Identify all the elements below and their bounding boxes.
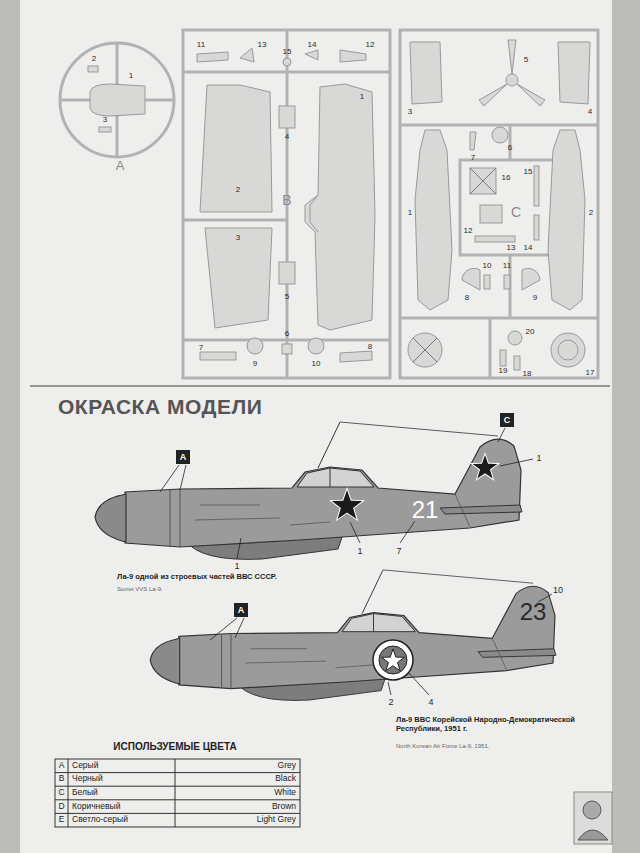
part-number: 5 bbox=[524, 55, 528, 64]
sprue-letter: C bbox=[511, 204, 521, 220]
part-number: 3 bbox=[103, 115, 107, 124]
colour-callout: A bbox=[180, 452, 187, 462]
part-number: 14 bbox=[524, 243, 533, 252]
part-number: 12 bbox=[366, 40, 375, 49]
table-cell: C bbox=[58, 788, 64, 798]
tactical-number: 21 bbox=[412, 496, 439, 524]
table-cell: Brown bbox=[272, 802, 296, 812]
star-insignia bbox=[332, 490, 362, 519]
part-number: 3 bbox=[408, 107, 412, 116]
part-number: 17 bbox=[586, 368, 595, 377]
table-cell: Белый bbox=[72, 788, 98, 798]
colour-table bbox=[55, 759, 300, 827]
part-number: 4 bbox=[285, 132, 289, 141]
sprue-letter: B bbox=[282, 192, 291, 208]
table-cell: Черный bbox=[72, 775, 103, 785]
sprue-c bbox=[400, 30, 598, 378]
table-cell: White bbox=[274, 788, 296, 798]
section-title: ОКРАСКА МОДЕЛИ bbox=[58, 395, 262, 419]
aircraft-profile bbox=[95, 422, 522, 559]
part-number: 19 bbox=[499, 366, 508, 375]
part-number: 5 bbox=[285, 292, 289, 301]
part-number: 12 bbox=[464, 226, 473, 235]
table-cell: B bbox=[59, 775, 65, 785]
sprue-letter: A bbox=[116, 159, 125, 174]
table-cell: E bbox=[59, 815, 65, 825]
roundel bbox=[373, 640, 413, 680]
sprue-a-parts bbox=[88, 66, 145, 132]
part-number: 7 bbox=[471, 153, 475, 162]
part-number: 1 bbox=[360, 92, 364, 101]
paper bbox=[20, 0, 612, 853]
caption: Ла-9 одной из строевых частей ВВС СССР. bbox=[117, 573, 277, 582]
part-number: 15 bbox=[524, 167, 533, 176]
aircraft-profile bbox=[150, 570, 556, 700]
logo bbox=[574, 792, 612, 844]
callout-number: 10 bbox=[553, 585, 563, 595]
part-number: 1 bbox=[129, 71, 133, 80]
part-number: 9 bbox=[253, 359, 257, 368]
caption-english: Soviet VVS La-9. bbox=[117, 586, 163, 593]
part-number: 14 bbox=[308, 40, 317, 49]
part-number: 10 bbox=[483, 261, 492, 270]
part-number: 4 bbox=[588, 107, 592, 116]
callout-number: 1 bbox=[357, 546, 362, 556]
table-cell: A bbox=[59, 761, 65, 771]
tactical-number: 23 bbox=[520, 598, 547, 626]
part-number: 6 bbox=[285, 329, 289, 338]
callout-number: 1 bbox=[536, 453, 541, 463]
part-number: 18 bbox=[523, 369, 532, 378]
sprue-b bbox=[183, 30, 390, 378]
part-number: 8 bbox=[465, 293, 469, 302]
part-number: 10 bbox=[312, 359, 321, 368]
part-number: 6 bbox=[508, 143, 512, 152]
part-number: 13 bbox=[507, 243, 516, 252]
callout-box bbox=[176, 413, 514, 617]
part-number: 7 bbox=[199, 343, 203, 352]
part-number: 8 bbox=[368, 342, 372, 351]
sprue-a bbox=[60, 43, 174, 157]
table-cell: Коричневый bbox=[72, 802, 120, 812]
leader-line bbox=[160, 428, 552, 695]
part-number: 2 bbox=[589, 208, 593, 217]
part-number: 20 bbox=[526, 327, 535, 336]
star-outline bbox=[470, 452, 500, 481]
colour-callout: A bbox=[238, 605, 245, 615]
part-number: 11 bbox=[197, 40, 205, 49]
callout-number: 2 bbox=[388, 697, 393, 707]
caption-english: North Korean Air Force La-9, 1951. bbox=[396, 743, 489, 750]
table-heading: ИСПОЛЬЗУЕМЫЕ ЦВЕТА bbox=[113, 741, 236, 753]
table-cell: Светло-серый bbox=[72, 815, 128, 825]
table-cell: Light Grey bbox=[257, 815, 296, 825]
separator bbox=[30, 385, 610, 387]
part-number: 1 bbox=[408, 208, 412, 217]
sprue-b-parts bbox=[197, 48, 375, 362]
callout-number: 1 bbox=[234, 561, 239, 571]
part-number: 15 bbox=[283, 47, 292, 56]
star-outline bbox=[329, 487, 365, 521]
table-cell: Black bbox=[275, 775, 296, 785]
star-insignia bbox=[473, 455, 498, 479]
table-cell: D bbox=[58, 802, 64, 812]
part-number: 2 bbox=[92, 54, 96, 63]
table-cell: Grey bbox=[278, 761, 296, 771]
part-number: 11 bbox=[503, 261, 511, 270]
part-number: 2 bbox=[236, 185, 240, 194]
part-number: 3 bbox=[236, 233, 240, 242]
star-insignia bbox=[382, 649, 405, 671]
part-number: 16 bbox=[502, 173, 511, 182]
colour-callout: C bbox=[504, 415, 511, 425]
table-cell: Серый bbox=[72, 761, 98, 771]
part-number: 13 bbox=[258, 40, 267, 49]
callout-number: 4 bbox=[428, 697, 433, 707]
caption: Ла-9 ВВС Корейской Народно-Демократическ… bbox=[396, 716, 601, 733]
callout-number: 7 bbox=[396, 546, 401, 556]
part-number: 9 bbox=[533, 293, 537, 302]
sprue-c-parts bbox=[408, 40, 590, 370]
